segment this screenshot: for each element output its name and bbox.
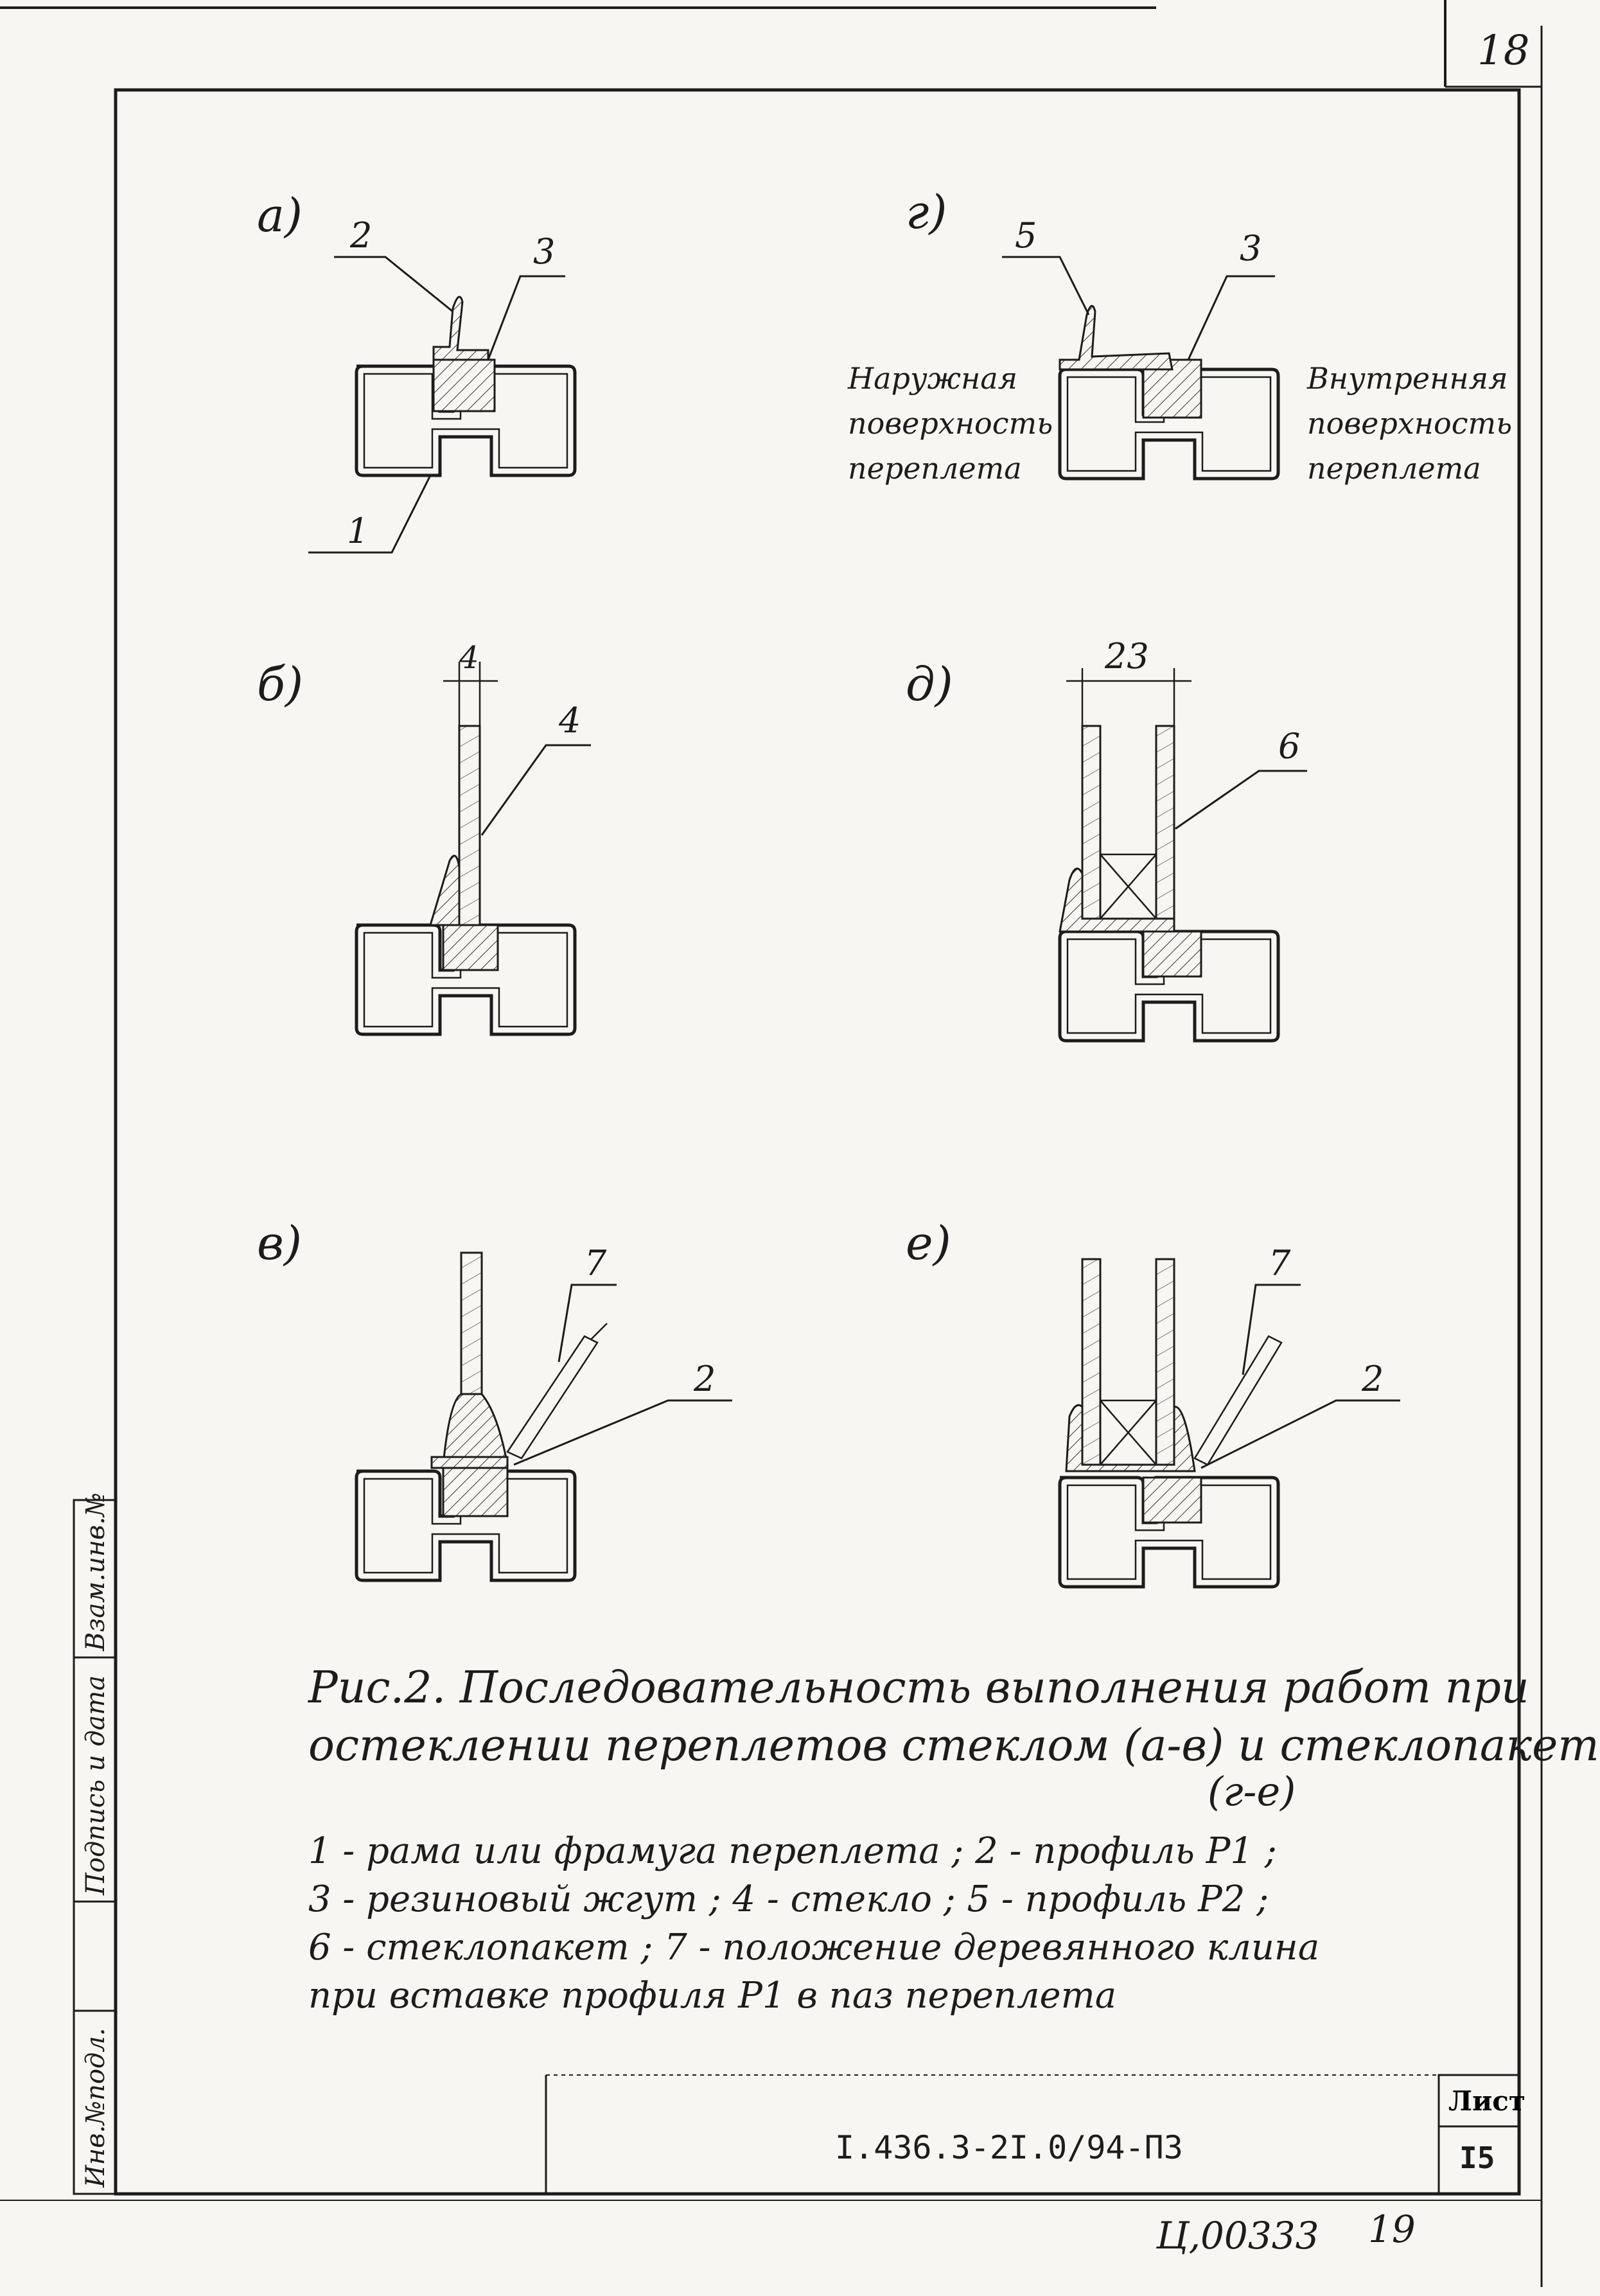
rubber-cord-e [1142,1476,1202,1524]
wooden-wedge [506,1335,599,1460]
rubber-cord-d [1142,930,1202,978]
profile-p1-v [430,1456,509,1469]
figure-caption: Рис.2. Последовательность выполнения раб… [307,1663,1600,2017]
archive-code: Ц,00333 [1156,2214,1319,2257]
glass-unit-right [1155,725,1175,920]
caption-title-line3: (г-е) [1208,1768,1296,1815]
panel-e-callout-2: 2 [1361,1359,1384,1399]
panel-v-callout-7: 7 [585,1243,607,1284]
glass-unit-left [1081,725,1102,920]
panel-d-callout-6: 6 [1278,726,1300,766]
panel-a-letter: а) [257,188,303,242]
panel-v: в) 7 2 [257,1216,732,1580]
panel-g: г) 5 3 Наружная поверхность переплета Вн… [847,185,1512,486]
panel-v-callout-2: 2 [693,1359,716,1399]
legend-line1: 1 - рама или фрамуга переплета ; 2 - про… [308,1830,1277,1872]
archive-page: 19 [1368,2207,1416,2251]
panel-g-letter: г) [906,185,947,239]
sheet-frame [0,0,1543,2287]
legend-line2: 3 - резиновый жгут ; 4 - стекло ; 5 - пр… [308,1878,1269,1920]
panel-g-callout-5: 5 [1015,215,1037,256]
panel-b-letter: б) [257,657,303,711]
panel-b: б) 4 4 [257,640,591,1034]
panel-a-callout-1: 1 [347,511,369,551]
caption-title-line1: Рис.2. Последовательность выполнения раб… [307,1663,1529,1713]
panel-a-callout-2: 2 [349,215,372,256]
sheet-number: I5 [1459,2141,1495,2175]
stamp-sign-date: Подпись и дата [81,1675,110,1896]
panel-d: д) 23 6 [906,636,1307,1041]
title-block: Лист I5 I.436.3-2I.0/94-ПЗ Ц,00333 19 [545,2074,1525,2257]
outer-label-line3: переплета [848,451,1022,486]
panel-a-callout-3: 3 [533,231,555,272]
profile-p2-d [1059,867,1175,933]
panel-b-callout-4: 4 [558,700,581,741]
rubber-cord [432,358,496,412]
profile-p1-b [428,854,461,926]
dimension-4: 4 [459,640,479,676]
profile-p2 [1059,305,1174,371]
inner-label-line1: Внутренняя [1306,361,1508,396]
rubber-cord-b [442,924,499,971]
sealant-v [442,1393,509,1466]
legend-line4: при вставке профиля Р1 в паз переплета [308,1975,1116,2017]
glass-unit-right-e [1155,1258,1175,1466]
corner-number-cell: 18 [1445,27,1542,88]
wooden-wedge-e [1193,1335,1283,1466]
rubber-cord-g [1142,358,1202,419]
legend-line3: 6 - стеклопакет ; 7 - положение деревянн… [308,1927,1319,1968]
side-stamp: Взам.инв.№ Подпись и дата Инв.№подл. [73,1492,117,2195]
document-code: I.436.3-2I.0/94-ПЗ [835,2129,1183,2166]
profile-p1 [432,296,489,361]
inner-label-line2: поверхность [1307,406,1512,441]
dimension-23: 23 [1104,636,1149,676]
corner-sheet-number: 18 [1477,27,1529,75]
sheet-label: Лист [1448,2085,1525,2117]
glass-unit-left-e [1081,1258,1102,1466]
stamp-replace-inv: Взам.инв.№ [81,1492,110,1652]
outer-label-line2: поверхность [848,406,1053,441]
panel-e-callout-7: 7 [1269,1243,1291,1284]
stamp-inv-no: Инв.№подл. [81,2028,110,2188]
panel-g-callout-3: 3 [1240,228,1262,269]
panel-e: е) 7 2 [906,1216,1400,1587]
sealant-e [1065,1404,1196,1472]
panel-v-letter: в) [257,1216,302,1270]
panel-a: а) 2 3 1 [257,188,575,554]
panel-e-letter: е) [906,1216,951,1270]
rubber-cord-v [442,1463,509,1517]
panel-d-letter: д) [906,657,953,711]
outer-label-line1: Наружная [847,361,1017,396]
inner-label-line3: переплета [1307,451,1481,486]
glass-pane [458,725,481,939]
caption-title-line2: остеклении переплетов стеклом (а-в) и ст… [308,1720,1600,1771]
